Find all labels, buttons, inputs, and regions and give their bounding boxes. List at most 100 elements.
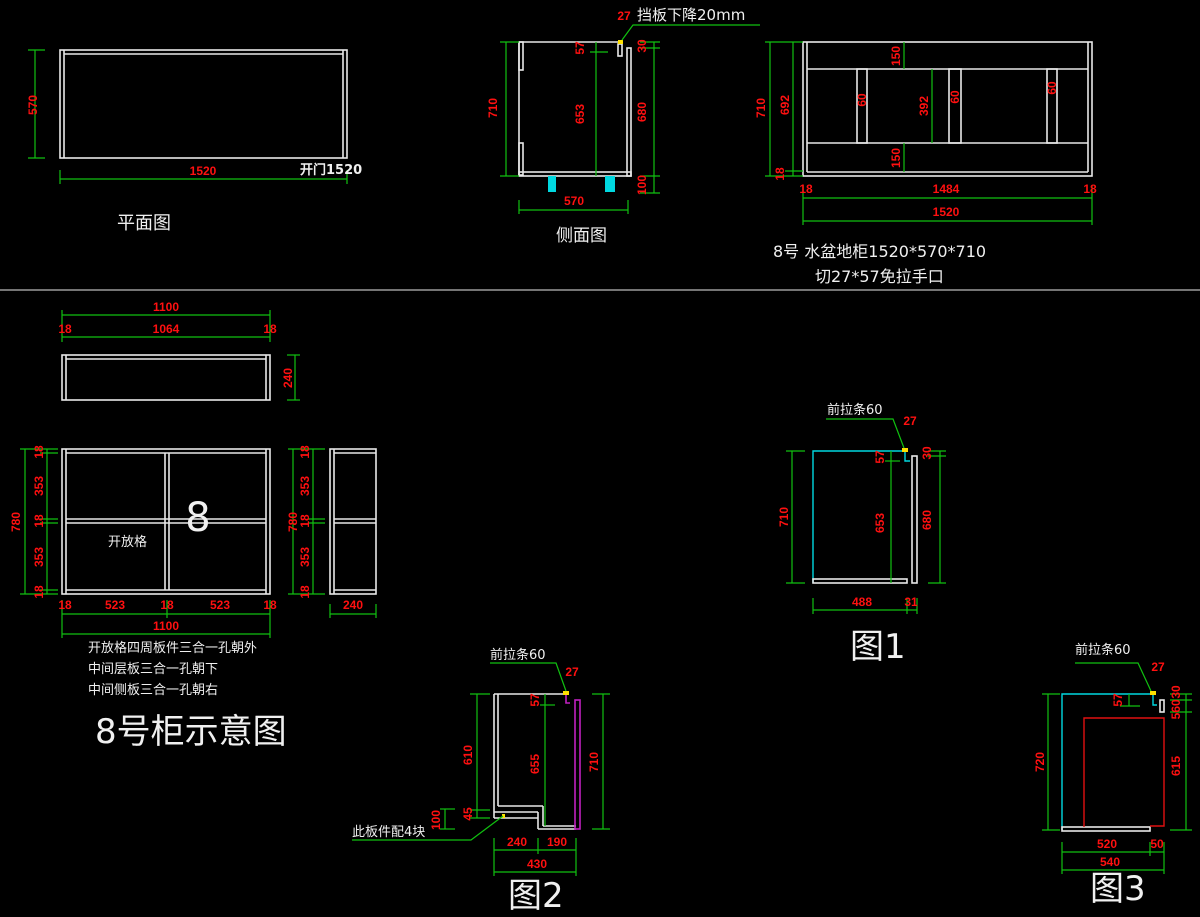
dim-30: 30 [1169,685,1183,699]
dim-depth: 240 [281,368,295,388]
drawing-stroke [802,41,1093,177]
dim-inner: 653 [573,104,587,124]
dim-inner: 653 [873,513,887,533]
cabinet8-title: 8号柜示意图 [95,712,287,752]
dim-height: 780 [286,512,300,532]
dim-panel: 18 [32,514,46,528]
drawing-stroke [617,43,623,57]
dim-cell: 353 [298,547,312,567]
dim-height: 710 [486,98,500,118]
leader-note: 挡板下降20mm [637,6,745,24]
part-note: 此板件配4块 [352,825,425,840]
drawing-stroke [1159,699,1165,713]
dim-side: 18 [58,322,72,336]
plan-outline [59,49,348,159]
front-view: 150 392 150 60 60 60 710 692 18 18 1484 … [754,41,1097,286]
dim-gap: 45 [461,807,475,821]
dim-w2: 190 [547,835,567,849]
drawing-stroke [948,68,962,144]
dim-width: 1100 [153,619,179,633]
drawing-stroke [574,699,581,830]
drawing-stroke [902,448,908,452]
dim-side: 18 [1083,182,1097,196]
dim-panel: 18 [263,598,277,612]
dim-notch-w: 27 [903,414,917,428]
side-view-title: 侧面图 [556,226,607,246]
dimension-line [621,24,760,41]
drawing-stroke [329,448,377,595]
dim-depth: 488 [852,595,872,609]
fig-2: 610 45 100 57 655 710 240 190 430 27 前拉条… [352,647,610,916]
drawing-stroke [856,68,868,144]
dim-inner-h: 692 [778,95,792,115]
drawing-stroke [518,41,524,71]
drawing-stroke [518,171,632,177]
note-1: 开放格四周板件三合一孔朝外 [88,640,257,656]
drawing-stroke [1061,693,1153,830]
side-view: 710 57 653 30 680 100 570 27 挡板下降20mm 侧面… [486,6,760,246]
dim-notch-h: 57 [528,693,542,707]
drawing-stroke [812,450,905,583]
drawing-stroke [1046,68,1058,144]
dim-notch-h: 57 [1111,693,1125,707]
drawing-stroke [1152,694,1157,706]
dim-panel: 18 [298,514,312,528]
dim-cell: 353 [32,547,46,567]
leader-note: 前拉条60 [1075,642,1131,658]
dim-depth: 570 [26,95,40,115]
dim-panel: 18 [160,598,174,612]
front-caption-1: 8号 水盆地柜1520*570*710 [773,242,986,261]
dim-leg: 100 [635,175,649,195]
door-note: 开门1520 [300,162,362,178]
dim-body: 680 [635,102,649,122]
fig-1: 710 57 653 30 680 488 31 27 前拉条60 图1 [777,402,946,667]
dim-cell: 523 [105,598,125,612]
cabinet-number: 8 [185,495,210,541]
dim-w1: 520 [1097,837,1117,851]
dim-rail-top: 150 [889,46,903,66]
drawing-stroke [904,451,910,462]
dim-notch-w: 27 [1151,660,1165,674]
dim-cell: 353 [32,476,46,496]
drawing-stroke [502,814,505,818]
dim-post: 60 [948,90,962,104]
drawing-stroke [61,448,271,595]
dim-inner: 655 [528,754,542,774]
dim-height: 710 [754,98,768,118]
dimension-line [1075,662,1152,692]
dim-panel: 18 [32,585,46,599]
dim-depth: 240 [343,598,363,612]
dim-width: 430 [527,857,547,871]
dim-panel: 18 [298,585,312,599]
dim-width: 1100 [153,300,179,314]
drawing-stroke [618,40,623,44]
dimension-line [826,418,905,449]
dim-side: 18 [799,182,813,196]
drawing-stroke [61,354,271,401]
dim-mid: 392 [917,96,931,116]
dim-panel: 31 [904,595,918,609]
note-3: 中间侧板三合一孔朝右 [88,683,218,698]
dim-panel: 18 [298,445,312,459]
dim-body: 615 [1169,756,1183,776]
dim-inner: 1064 [153,322,180,336]
fig-3: 720 57 30 60 5 615 520 50 540 27 前拉条60 图… [1033,642,1192,909]
dim-base: 18 [773,167,787,181]
drawing-stroke [518,142,524,176]
drawing-stroke [626,47,632,177]
dimension-line [352,815,504,841]
dim-post: 60 [855,93,869,107]
dim-top: 30 [635,39,649,53]
dim-panel: 18 [58,598,72,612]
dim-post: 60 [1045,81,1059,95]
drawing-stroke [563,691,569,695]
dim-width: 1520 [933,205,960,219]
dim-w1: 240 [507,835,527,849]
dim-height: 710 [587,752,601,772]
dim-notch-h: 57 [873,450,887,464]
dim-notch-h: 57 [573,41,587,55]
dim-body: 680 [920,510,934,530]
dim-upper: 610 [461,745,475,765]
dim-cell: 523 [210,598,230,612]
dim-side: 18 [263,322,277,336]
